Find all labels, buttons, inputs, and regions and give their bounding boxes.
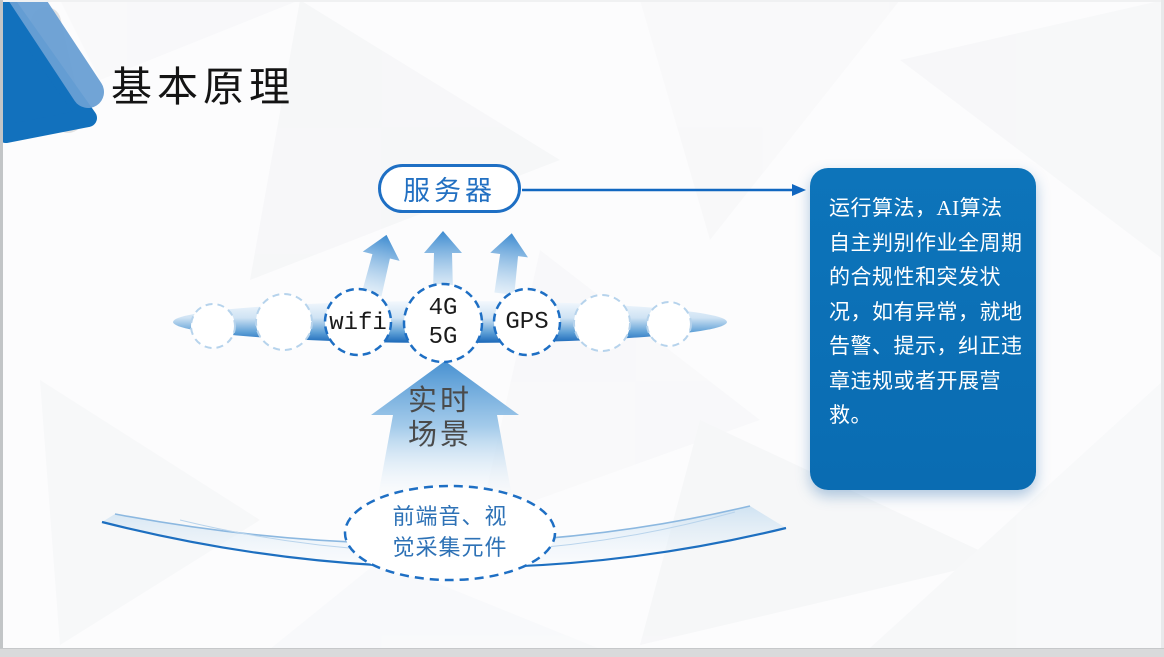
collector-line1: 前端音、视 [392, 504, 508, 529]
server-label: 服务器 [403, 176, 496, 206]
node-circle-cellular [402, 282, 484, 364]
up-arrow-icon [424, 231, 462, 292]
node-label-wifi: wifi [329, 310, 387, 337]
node-circle [255, 293, 313, 351]
up-arrow-icon [362, 234, 400, 297]
server-node: 服务器 [378, 164, 521, 213]
node-circle [573, 294, 631, 352]
page-title: 基本原理 [111, 64, 295, 110]
realtime-line2: 场景 [407, 419, 472, 451]
realtime-line1: 实时 [407, 385, 472, 417]
node-circle-gps [492, 287, 562, 357]
collector-ellipse [343, 484, 557, 582]
slide-edge-top [0, 0, 1164, 2]
slide-edge-bottom [0, 648, 1164, 657]
corner-decoration-icon [0, 0, 104, 143]
node-circles [190, 282, 692, 364]
node-circle [190, 303, 236, 349]
collector-label: 前端音、视 觉采集元件 [340, 501, 560, 563]
collector-line2: 觉采集元件 [392, 535, 508, 560]
info-text: 运行算法，AI算法自主判别作业全周期的合规性和突发状况，如有异常，就地告警、提示… [829, 196, 1023, 427]
node-label-4g: 4G [428, 295, 458, 322]
info-box: 运行算法，AI算法自主判别作业全周期的合规性和突发状况，如有异常，就地告警、提示… [810, 168, 1036, 490]
connector-arrow-icon [522, 184, 806, 196]
node-label-gps: GPS [505, 309, 549, 336]
node-label-5g: 5G [428, 324, 458, 351]
node-label-cellular: 4G 5G [393, 294, 493, 352]
node-circle-wifi [323, 287, 393, 357]
big-up-arrow-icon [371, 361, 519, 507]
node-circle [646, 301, 692, 347]
up-arrow-icon [490, 233, 528, 295]
slide-edge-right [1161, 0, 1164, 657]
realtime-scene-label: 实时 场景 [370, 384, 510, 452]
slide-edge-left [0, 0, 3, 657]
